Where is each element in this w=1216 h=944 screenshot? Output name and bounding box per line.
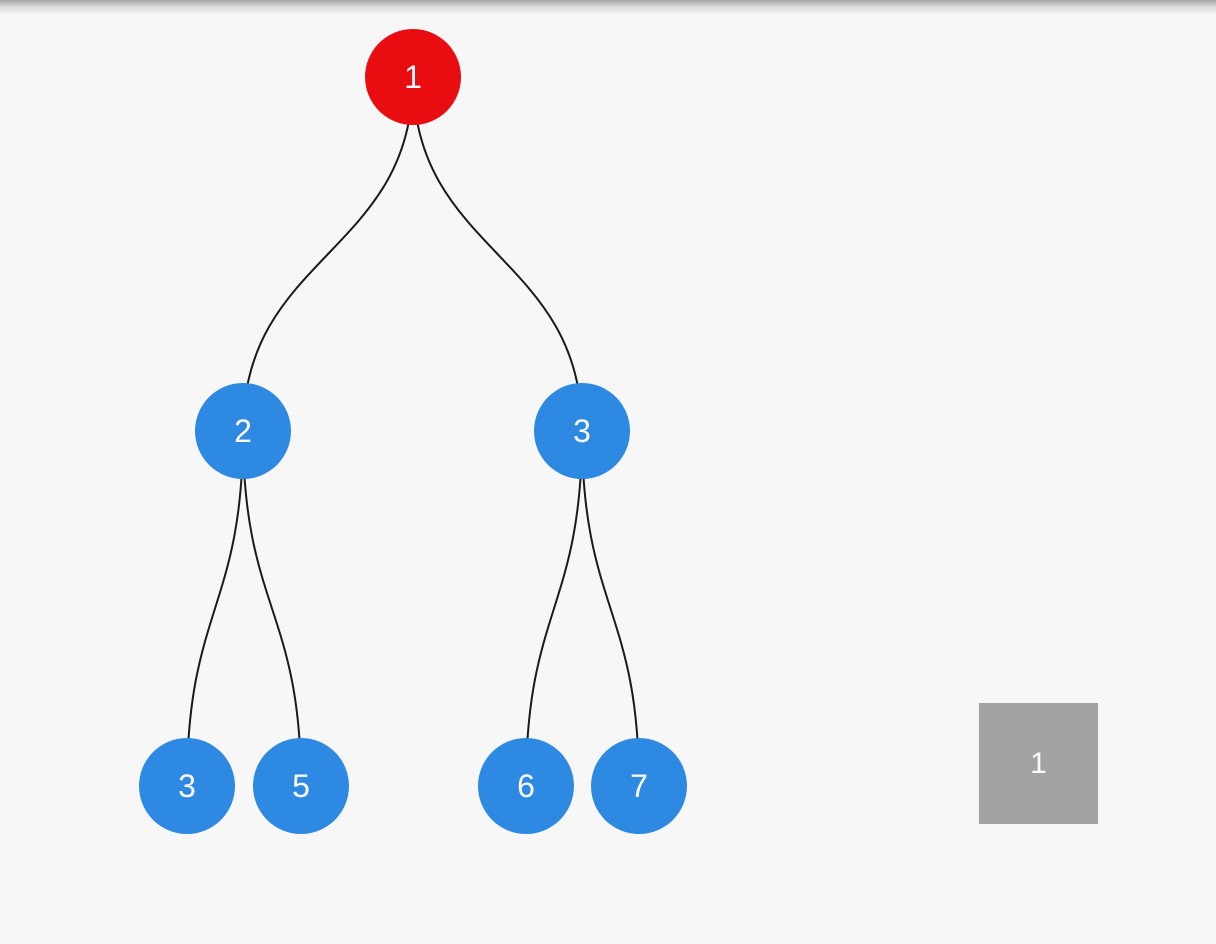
tree-edge-n1-n2 (242, 76, 414, 432)
tree-node-n3[interactable]: 3 (534, 383, 630, 479)
tree-node-n4[interactable]: 3 (139, 738, 235, 834)
tree-edge-n3-n6 (525, 430, 583, 787)
tree-edge-n2-n4 (186, 430, 244, 787)
tree-edge-n2-n5 (242, 430, 302, 787)
detached-node-box[interactable]: 1 (979, 703, 1098, 824)
tree-node-n2[interactable]: 2 (195, 383, 291, 479)
tree-node-n6[interactable]: 6 (478, 738, 574, 834)
tree-node-n7[interactable]: 7 (591, 738, 687, 834)
tree-node-n1-highlighted[interactable]: 1 (365, 29, 461, 125)
tree-node-n5[interactable]: 5 (253, 738, 349, 834)
tree-edge-n3-n7 (581, 430, 640, 787)
tree-edge-n1-n3 (412, 76, 583, 432)
